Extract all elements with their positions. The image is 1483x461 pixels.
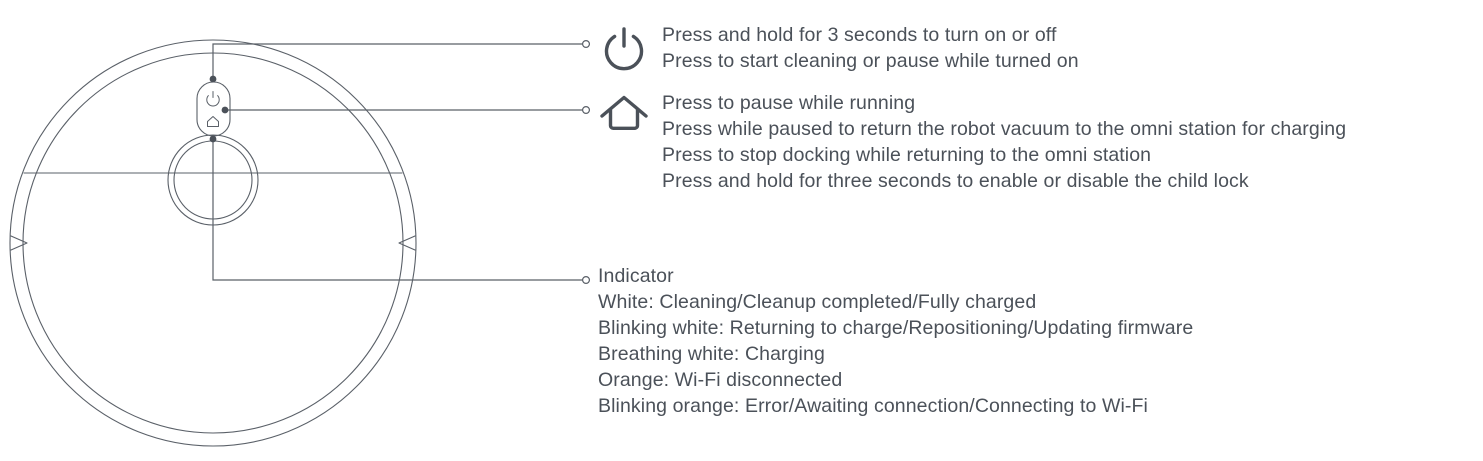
callout-home-lines: Press to pause while running Press while… xyxy=(662,90,1346,194)
robot-outer-shell xyxy=(9,39,417,447)
callout-line: Press and hold for three seconds to enab… xyxy=(662,170,1249,192)
home-icon-on-panel xyxy=(207,116,219,127)
anchor-dot-power xyxy=(209,75,217,83)
leader-line-power xyxy=(212,43,590,79)
callout-line: Blinking white: Returning to charge/Repo… xyxy=(598,317,1194,339)
callout-line: Blinking orange: Error/Awaiting connecti… xyxy=(598,395,1148,417)
callout-line: Breathing white: Charging xyxy=(598,343,825,365)
leader-endpoint-power xyxy=(581,39,590,48)
callout-line: Press while paused to return the robot v… xyxy=(662,118,1347,140)
leader-line-indicator xyxy=(212,139,590,281)
anchor-dot-indicator xyxy=(209,135,217,143)
callout-line: Orange: Wi-Fi disconnected xyxy=(598,369,843,391)
callout-heading: Indicator xyxy=(598,265,674,287)
callout-home: Press to pause while running Press while… xyxy=(598,90,1346,194)
power-icon xyxy=(598,24,650,76)
callout-line: Press to pause while running xyxy=(662,92,916,114)
callout-line: Press to stop docking while returning to… xyxy=(662,144,1152,166)
robot-vacuum-diagram xyxy=(0,0,620,456)
power-icon-on-panel xyxy=(206,91,220,107)
callout-line: White: Cleaning/Cleanup completed/Fully … xyxy=(598,291,1037,313)
callout-line: Press to start cleaning or pause while t… xyxy=(662,50,1079,72)
leader-endpoint-indicator xyxy=(581,276,590,285)
callout-power: Press and hold for 3 seconds to turn on … xyxy=(598,22,1079,76)
callout-line: Press and hold for 3 seconds to turn on … xyxy=(662,24,1057,46)
callout-power-lines: Press and hold for 3 seconds to turn on … xyxy=(662,22,1079,74)
bumper-gap-right xyxy=(398,235,416,251)
anchor-dot-home xyxy=(221,106,229,114)
callout-indicator: Indicator White: Cleaning/Cleanup comple… xyxy=(598,263,1193,419)
leader-endpoint-home xyxy=(581,105,590,114)
home-icon xyxy=(598,92,650,144)
bumper-gap-left xyxy=(10,235,28,251)
callout-indicator-lines: Indicator White: Cleaning/Cleanup comple… xyxy=(598,263,1193,419)
